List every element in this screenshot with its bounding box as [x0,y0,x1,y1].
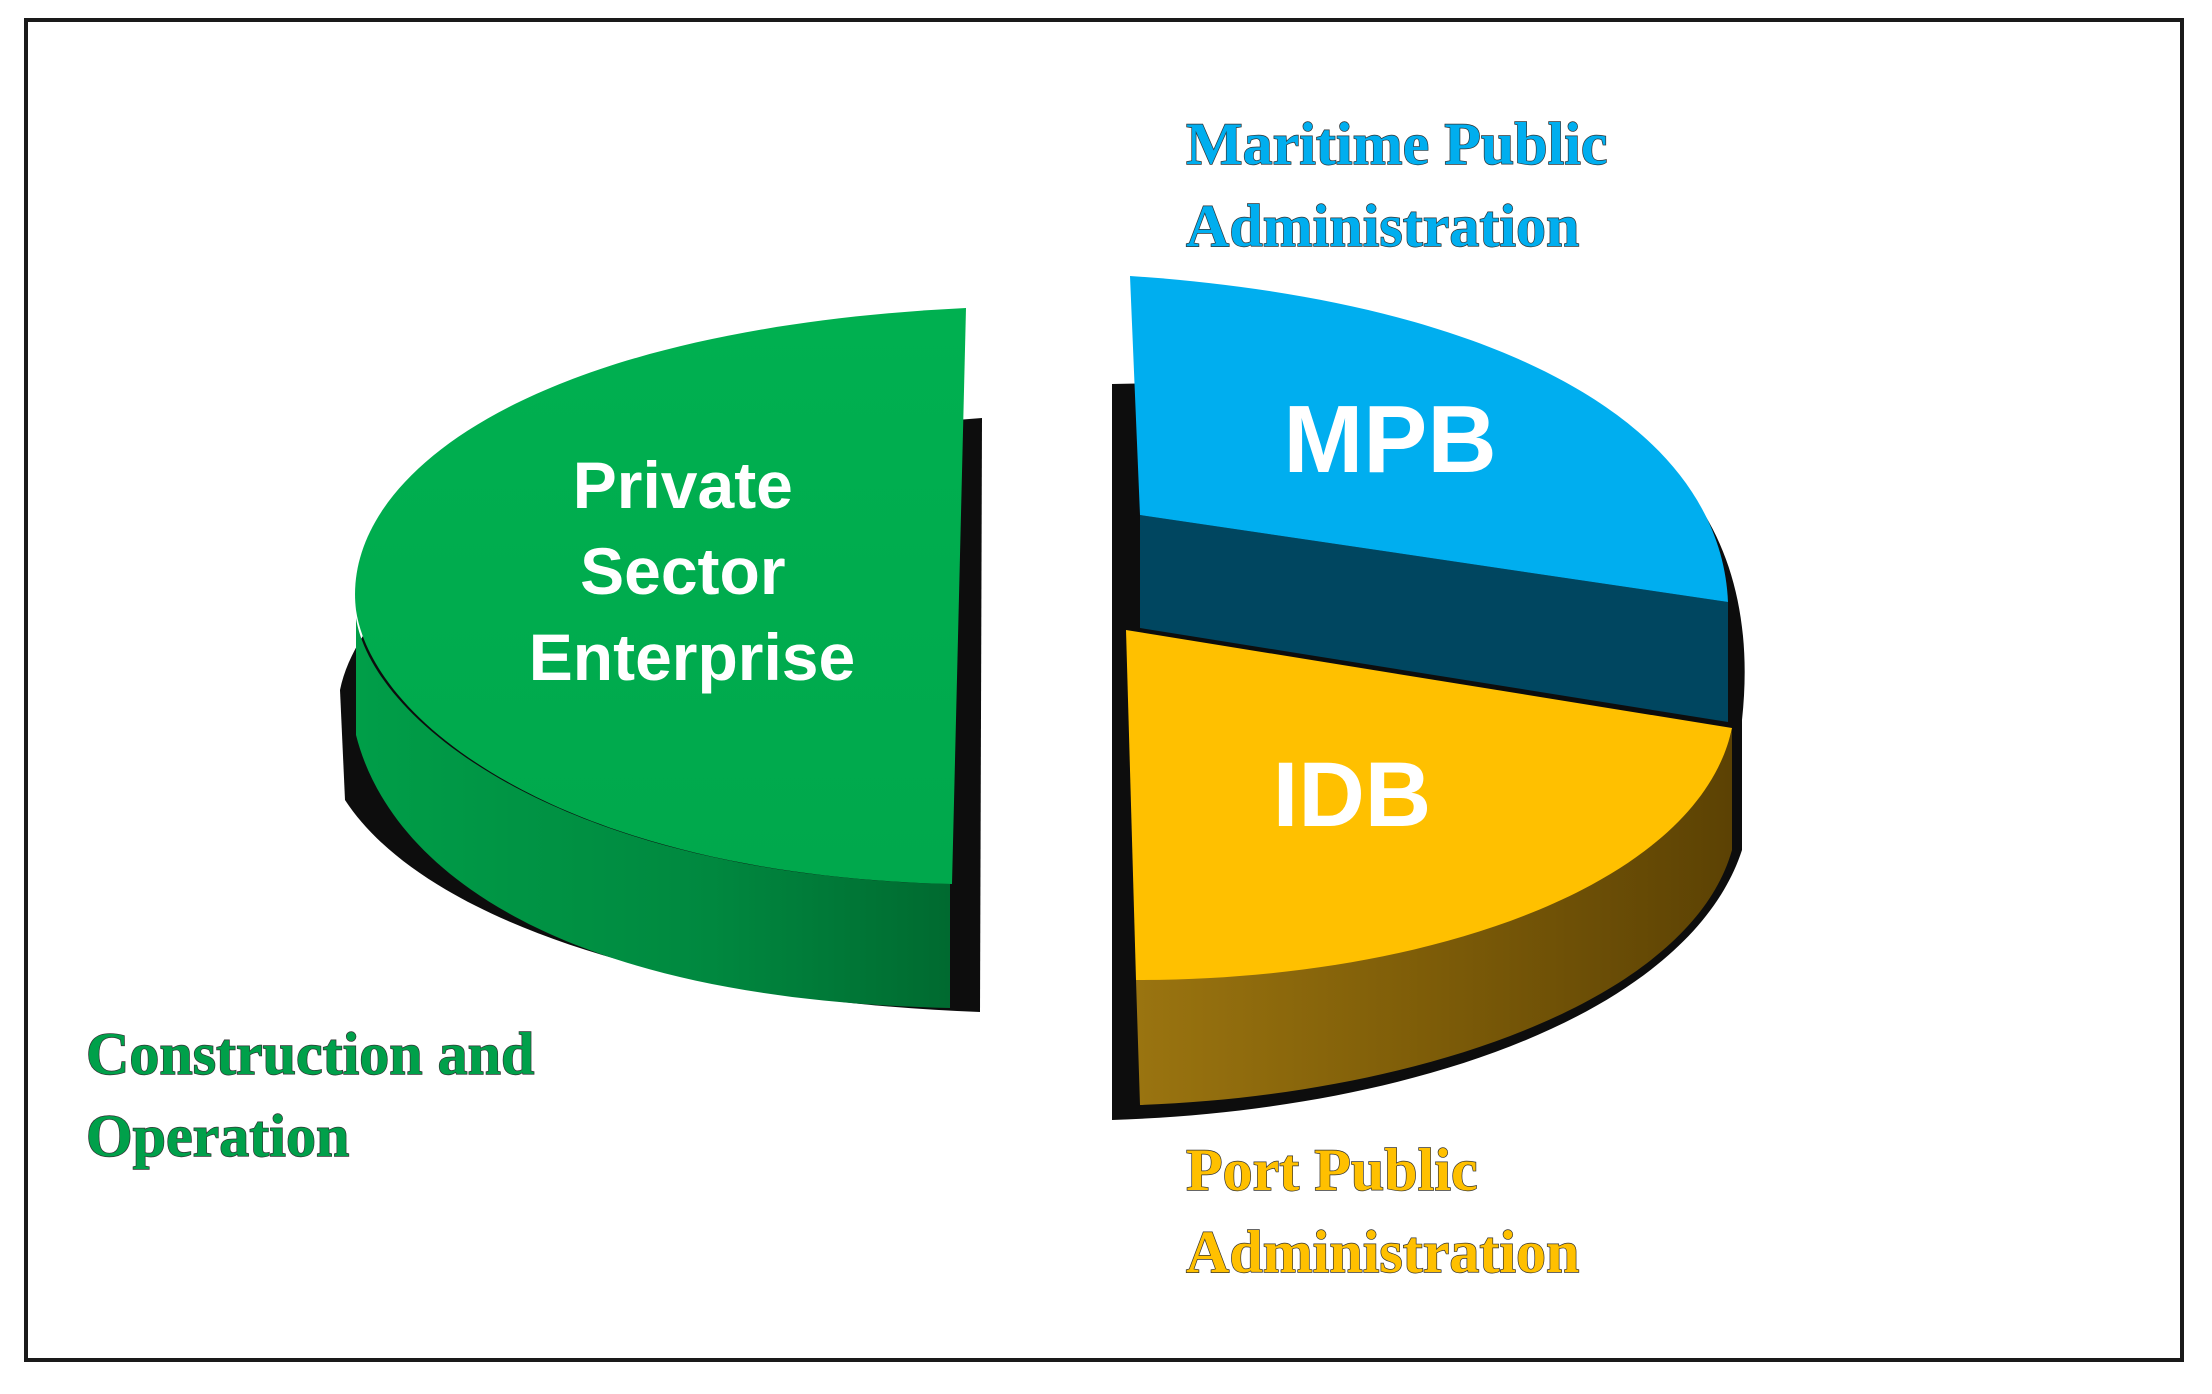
private-sector-label-line-2: Sector [580,534,785,608]
idb-segment: IDB [1126,630,1732,1105]
idb-caption-line-1: Port Public [1186,1137,1478,1203]
idb-caption-line-2: Administration [1186,1219,1579,1285]
private-sector-caption-line-2: Operation [86,1103,349,1169]
mpb-top [1130,276,1728,602]
private-sector-label-line-1: Private [573,448,793,522]
private-sector-segment: Private Sector Enterprise [340,308,982,1012]
mpb-segment: MPB [1130,276,1728,722]
svg-text:Construction and Operation: Construction and Operation [86,1021,549,1169]
idb-label: IDB [1273,744,1431,846]
mpb-label: MPB [1283,386,1496,493]
svg-text:Port Public Administration: Port Public Administration [1186,1137,1579,1285]
idb-top [1126,630,1732,980]
mpb-caption-line-2: Administration [1186,193,1579,259]
private-sector-top [355,308,966,884]
svg-text:Private Sector Ent: Private Sector Enterprise [529,448,855,694]
svg-text:MPB: MPB [1283,386,1496,493]
mpb-side [1140,515,1728,722]
private-sector-caption-line-1: Construction and [86,1021,534,1087]
svg-text:Maritime Public Administra: Maritime Public Administration [1186,111,1623,259]
private-sector-side [356,618,950,1008]
right-pie-group: MPB IDB [1112,276,1745,1120]
svg-text:IDB: IDB [1273,744,1431,846]
mpb-caption-line-1: Maritime Public [1186,111,1608,177]
private-sector-label-line-3: Enterprise [529,620,855,694]
idb-side [1136,730,1732,1105]
